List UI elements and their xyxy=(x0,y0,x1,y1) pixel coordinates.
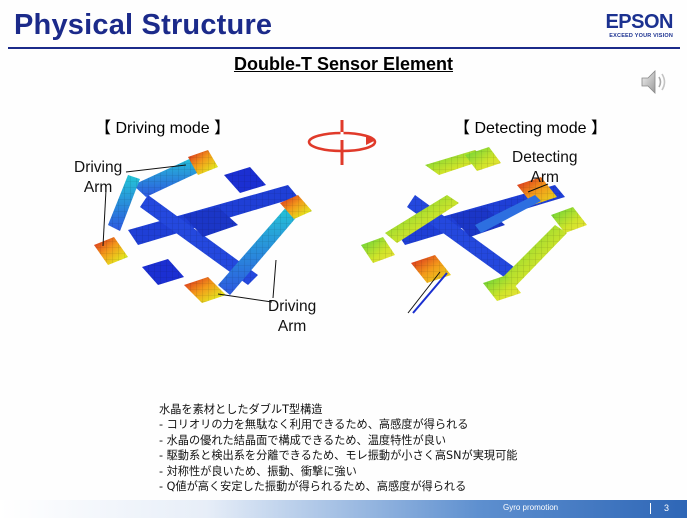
callout-text: Arm xyxy=(277,318,307,335)
footer-divider xyxy=(650,503,651,514)
notes-item: - コリオリの力を無駄なく利用できるため、高感度が得られる xyxy=(159,418,469,432)
footer-bar xyxy=(0,500,687,518)
notes-item: - Q値が高く安定した振動が得られるため、高感度が得られる xyxy=(159,480,467,494)
logo-wordmark: EPSON xyxy=(605,11,673,33)
footer-label: Gyro promotion xyxy=(503,503,559,512)
slide-title: Physical Structure xyxy=(14,9,273,41)
rotation-arrow-icon xyxy=(304,118,380,173)
detecting-mode-label: 【 Detecting mode 】 xyxy=(454,120,607,137)
notes-item: - 水晶の優れた結晶面で構成できるため、温度特性が良い xyxy=(159,433,447,447)
driving-mode-figure xyxy=(88,145,328,320)
title-divider xyxy=(8,47,680,49)
driving-arm-callout-bottom: Driving Arm xyxy=(268,297,316,337)
callout-text: Driving xyxy=(74,159,123,176)
page-number: 3 xyxy=(664,503,670,513)
driving-mode-label: 【 Driving mode 】 xyxy=(95,120,231,137)
callout-text: Arm xyxy=(83,179,113,196)
notes-heading: 水晶を素材としたダブルT型構造 xyxy=(159,403,323,416)
detecting-arm-callout: Detecting Arm xyxy=(512,148,577,188)
callout-text: Detecting xyxy=(512,149,578,166)
callout-text: Arm xyxy=(530,169,559,186)
driving-arm-callout-top: Driving Arm xyxy=(74,158,122,198)
detecting-mode-figure xyxy=(355,145,595,320)
notes-item: - 対称性が良いため、振動、衝撃に強い xyxy=(159,464,357,478)
feature-notes: 水晶を素材としたダブルT型構造 - コリオリの力を無駄なく利用できるため、高感度… xyxy=(159,402,517,494)
epson-logo: EPSON EXCEED YOUR VISION xyxy=(605,12,673,39)
notes-item: - 駆動系と検出系を分離できるため、モレ振動が小さく高SNが実現可能 xyxy=(159,449,518,463)
logo-tagline: EXCEED YOUR VISION xyxy=(609,33,673,39)
callout-text: Driving xyxy=(268,298,317,315)
speaker-icon[interactable] xyxy=(637,66,669,103)
slide-subtitle: Double-T Sensor Element xyxy=(233,54,454,74)
